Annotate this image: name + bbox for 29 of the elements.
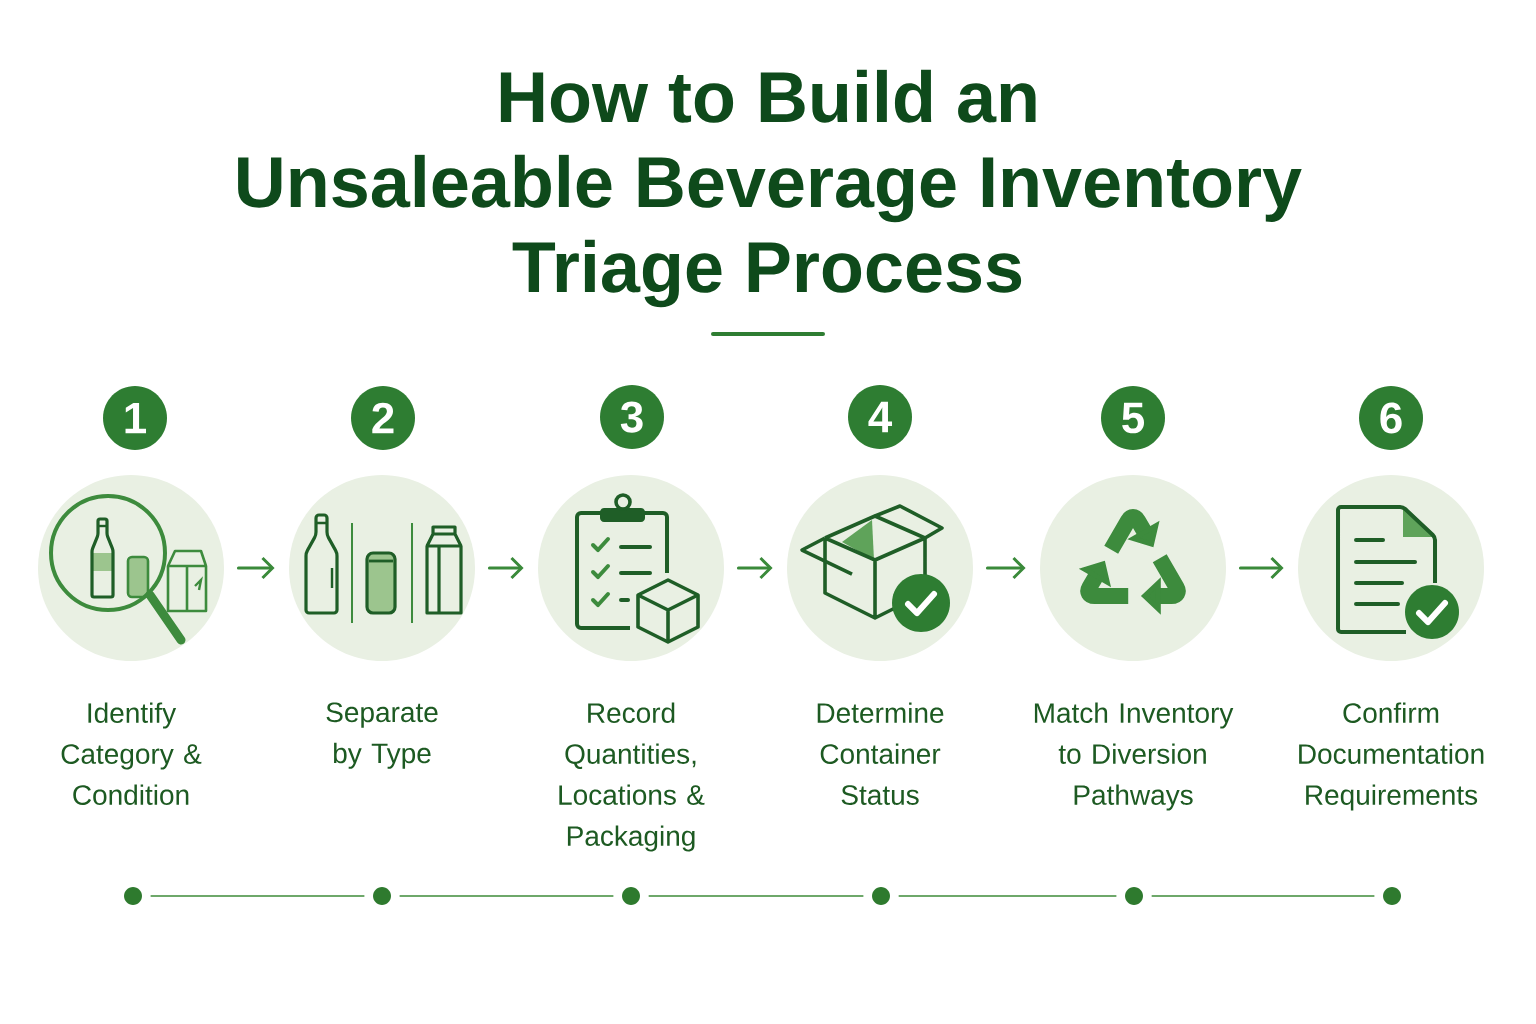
connector-line xyxy=(898,895,1117,897)
number-badge: 3 xyxy=(600,385,664,449)
step-label: Record Quantities, Locations & Packaging xyxy=(559,702,705,852)
step-label: Separate by Type xyxy=(326,702,438,769)
connector-line xyxy=(150,895,365,897)
arrow xyxy=(1238,556,1284,580)
timeline-dot xyxy=(1125,887,1143,905)
connector-line xyxy=(1151,895,1375,897)
arrow xyxy=(487,556,524,580)
number-badge: 5 xyxy=(1101,386,1165,450)
timeline-dot xyxy=(622,887,640,905)
connector-line xyxy=(648,895,864,897)
step-label: Confirm Documentation Requirements xyxy=(1299,702,1484,811)
arrow xyxy=(985,556,1026,580)
timeline-dot xyxy=(872,887,890,905)
number-badge: 6 xyxy=(1359,386,1423,450)
step-label: Match Inventory to Diversion Pathways xyxy=(1034,702,1234,811)
number-badge: 2 xyxy=(351,386,415,450)
arrow xyxy=(736,556,773,580)
number-badge: 1 xyxy=(103,386,167,450)
step-label: Determine Container Status xyxy=(817,702,944,805)
timeline-dot xyxy=(124,887,142,905)
timeline-dot xyxy=(373,887,391,905)
arrow xyxy=(236,556,275,580)
number-badge: 4 xyxy=(848,385,912,449)
timeline-dot xyxy=(1383,887,1401,905)
step-label: Identify Category & Condition xyxy=(61,702,202,805)
title: How to Build an Unsaleable Beverage Inventory Triage Process xyxy=(238,69,1302,308)
connector-line xyxy=(399,895,614,897)
